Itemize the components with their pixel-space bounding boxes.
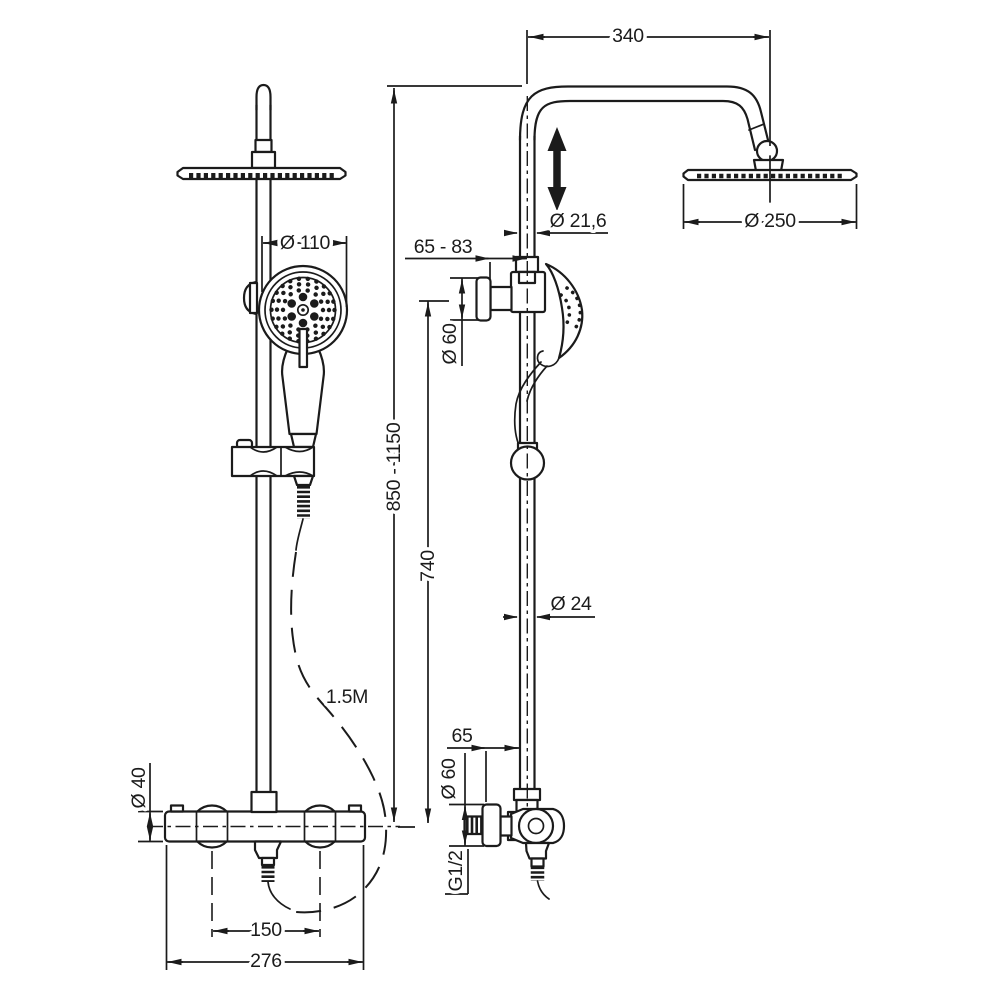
wall-bracket-side bbox=[475, 255, 547, 322]
shower-rail-front bbox=[250, 83, 277, 797]
dim-label-valve-body-diameter: Ø 40 bbox=[128, 767, 150, 809]
dim-bracket-flange-diameter: Ø 60 bbox=[436, 277, 478, 368]
dim-label-thread-size: G1/2 bbox=[445, 850, 467, 891]
mixer-outlet-nut bbox=[253, 840, 283, 860]
dim-label-rail-height: 740 bbox=[417, 550, 439, 582]
spray-nozzle-dots bbox=[269, 276, 337, 344]
dim-arm-width: 340 bbox=[526, 22, 771, 146]
mixer-valve-side bbox=[463, 787, 566, 900]
slider-bracket-front bbox=[230, 438, 316, 478]
dim-label-lower-pipe-diameter: Ø 24 bbox=[550, 593, 592, 615]
dim-label-inlet-spacing: 150 bbox=[250, 919, 282, 941]
dim-label-head-diameter: Ø 250 bbox=[744, 210, 796, 232]
overhead-shower-front bbox=[176, 166, 347, 181]
dim-valve-flange-diameter: Ø 60 bbox=[435, 753, 484, 847]
dim-label-valve-width: 276 bbox=[250, 950, 282, 972]
dim-label-bracket-flange-diameter: Ø 60 bbox=[439, 323, 461, 365]
hand-shower-face bbox=[257, 264, 349, 369]
shower-hose-side bbox=[513, 361, 548, 451]
side-view: 340 Ø 250 Ø 21,6 65 - 83 bbox=[380, 22, 858, 900]
dim-head-diameter: Ø 250 bbox=[682, 184, 858, 236]
dim-label-upper-pipe-diameter: Ø 21,6 bbox=[550, 210, 607, 232]
shower-hose-front bbox=[267, 474, 388, 914]
dim-valve-body-diameter: Ø 40 bbox=[125, 763, 163, 843]
mixer-valve-front bbox=[148, 790, 400, 937]
dim-thread-size: G1/2 bbox=[442, 847, 471, 895]
dim-label-bracket-offset: 65 - 83 bbox=[414, 236, 473, 258]
dim-label-valve-flange-diameter: Ø 60 bbox=[438, 758, 460, 800]
hand-shower-hook bbox=[536, 350, 560, 368]
dim-height-range: 850 - 1150 bbox=[380, 85, 522, 822]
dim-valve-offset: 65 bbox=[447, 722, 519, 802]
dim-upper-pipe-diameter: Ø 21,6 bbox=[504, 207, 610, 237]
height-adjust-arrow-icon bbox=[547, 127, 567, 211]
dim-valve-width: 276 bbox=[165, 845, 365, 976]
dim-label-hand-shower-diameter: Ø 110 bbox=[280, 232, 331, 254]
dim-hand-shower-diameter: Ø 110 bbox=[261, 229, 348, 307]
dim-inlet-spacing: 150 bbox=[213, 916, 319, 945]
dim-rail-height: 740 bbox=[398, 300, 449, 828]
dim-bracket-offset: 65 - 83 bbox=[405, 233, 527, 279]
dim-lower-pipe-diameter: Ø 24 bbox=[503, 590, 596, 621]
mode-lever bbox=[298, 327, 309, 369]
hose-length-label: 1.5M bbox=[326, 686, 368, 708]
front-view: Ø 110 Ø 40 150 276 1.5M bbox=[125, 83, 400, 976]
mixer-knob-end bbox=[517, 807, 555, 845]
wall-bracket-front bbox=[242, 280, 259, 316]
dim-label-height-range: 850 - 1150 bbox=[383, 422, 405, 511]
overhead-shower-side bbox=[682, 139, 858, 203]
dim-label-valve-offset: 65 bbox=[451, 725, 473, 747]
hand-shower-side bbox=[536, 262, 584, 368]
dim-label-arm-width: 340 bbox=[612, 25, 644, 47]
